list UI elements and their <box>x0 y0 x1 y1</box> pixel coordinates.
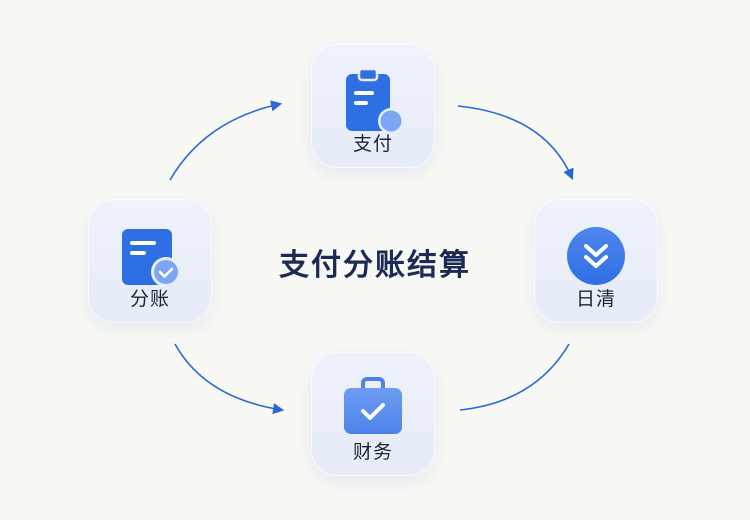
node-pay: 支付 <box>311 44 435 168</box>
briefcase-check-icon <box>344 377 402 434</box>
node-daily-label: 日清 <box>575 288 616 310</box>
arrow-daily-to-fin <box>459 343 570 411</box>
node-split: 分账 <box>88 199 212 323</box>
node-fin: 财务 <box>311 352 435 476</box>
node-split-label: 分账 <box>129 288 170 310</box>
double-chevron-down-icon <box>567 227 625 285</box>
clipboard-badge-icon <box>346 67 404 134</box>
diagram-title: 支付分账结算 <box>279 248 471 283</box>
node-daily: 日清 <box>534 199 658 323</box>
document-check-icon <box>122 229 181 287</box>
node-fin-label: 财务 <box>352 441 393 463</box>
node-pay-label: 支付 <box>352 133 393 155</box>
arrow-pay-to-daily <box>457 105 574 181</box>
arrow-split-to-pay <box>169 100 283 181</box>
arrow-fin-from-split <box>174 343 285 415</box>
